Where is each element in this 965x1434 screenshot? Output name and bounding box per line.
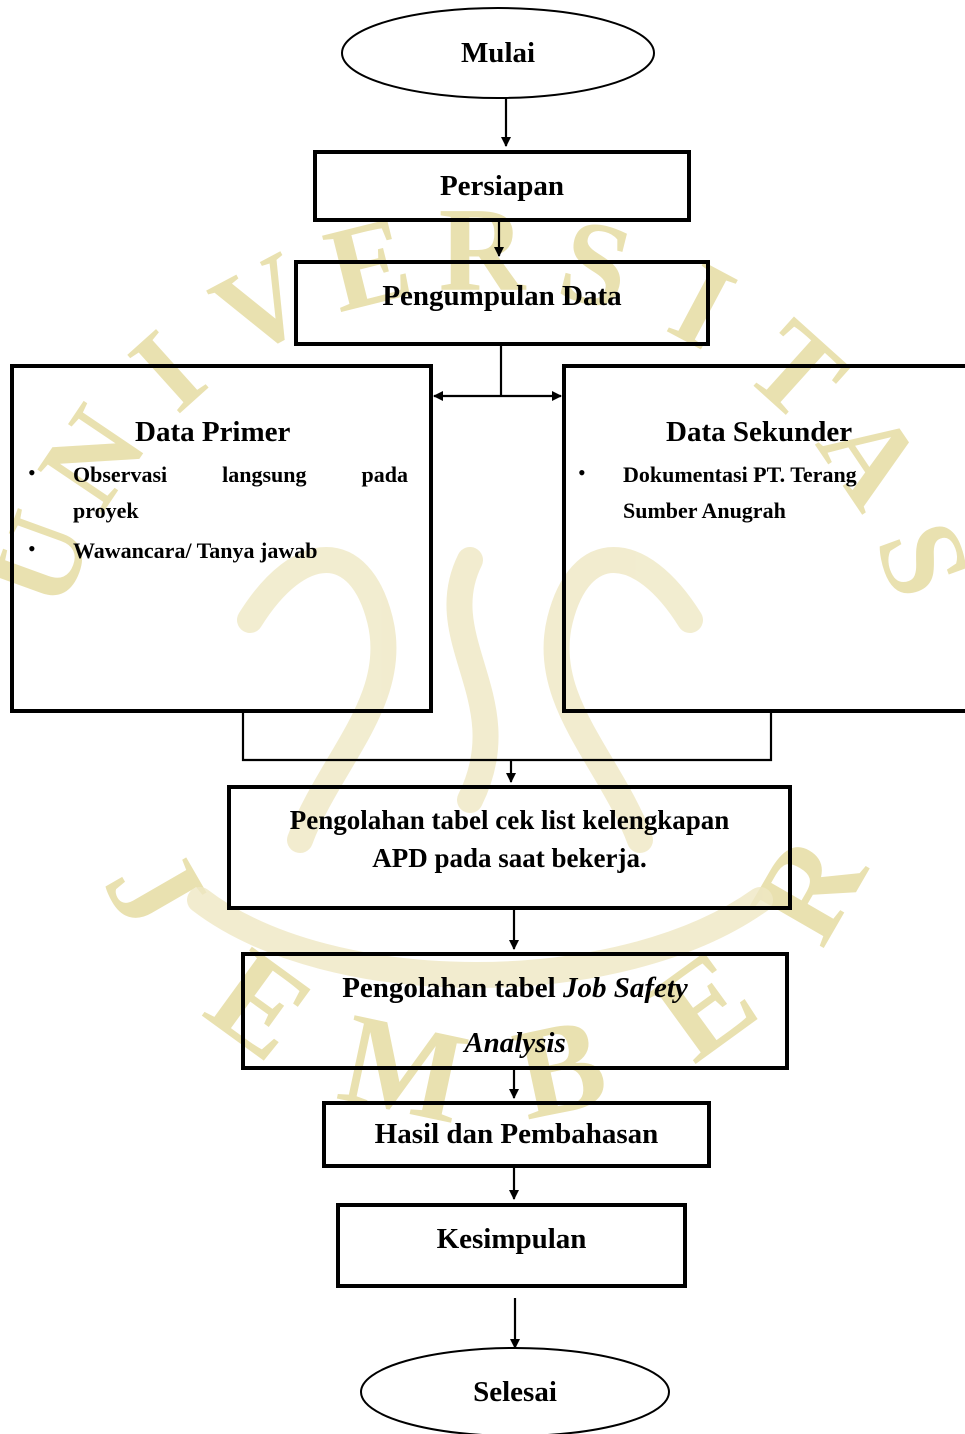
checklist-label-line2: APD pada saat bekerja.	[372, 843, 647, 873]
secondary-item-1-line1: Dokumentasi PT. Terang	[623, 462, 857, 487]
conclusion-label: Kesimpulan	[436, 1223, 587, 1255]
jsa-node: Pengolahan tabel Job Safety Analysis	[241, 952, 789, 1070]
data-collection-label: Pengumpulan Data	[382, 280, 622, 312]
primary-item-2: Wawancara/ Tanya jawab	[73, 533, 408, 569]
watermark-flame-left	[237, 547, 397, 853]
preparation-node: Persiapan	[313, 150, 691, 222]
data-collection-node: Pengumpulan Data	[294, 260, 710, 346]
primary-data-title: Data Primer	[135, 416, 291, 448]
watermark-arc	[187, 887, 773, 988]
primary-item-1: Observasi langsung pada proyek	[73, 457, 408, 529]
watermark-flame-right	[543, 547, 703, 853]
start-label: Mulai	[460, 36, 536, 69]
results-node: Hasil dan Pembahasan	[322, 1101, 711, 1168]
preparation-label: Persiapan	[439, 169, 565, 202]
jsa-label-italic2: Analysis	[464, 1027, 566, 1059]
bullet-icon: •	[578, 460, 586, 485]
primary-data-box	[10, 364, 433, 713]
start-ellipse	[341, 7, 655, 99]
primary-item-2-line1: Wawancara/ Tanya jawab	[73, 538, 318, 563]
watermark-flame-center	[446, 547, 499, 813]
primary-item-1-line2: proyek	[73, 498, 139, 523]
secondary-item-1-line2: Sumber Anugrah	[623, 498, 786, 523]
conclusion-node: Kesimpulan	[336, 1203, 687, 1288]
primary-item-1-word3: pada	[361, 462, 408, 487]
end-ellipse	[360, 1347, 670, 1434]
secondary-data-box	[562, 364, 965, 713]
primary-item-1-line1: Observasi langsung pada	[73, 457, 408, 493]
primary-item-1-word1: Observasi	[73, 462, 168, 487]
checklist-label-line1: Pengolahan tabel cek list kelengkapan	[289, 805, 730, 835]
bullet-icon: •	[28, 460, 36, 485]
jsa-label-line1: Pengolahan tabel Job Safety	[342, 966, 688, 1010]
jsa-label-prefix: Pengolahan tabel	[342, 972, 563, 1004]
jsa-label-line2: Analysis	[464, 1010, 566, 1076]
bullet-icon: •	[28, 536, 36, 561]
watermark-letter: R	[439, 183, 527, 316]
checklist-node: Pengolahan tabel cek list kelengkapan AP…	[227, 785, 792, 910]
jsa-label-italic1: Job Safety	[562, 972, 688, 1004]
line-merge	[241, 712, 773, 762]
secondary-item-1: Dokumentasi PT. Terang Sumber Anugrah	[623, 457, 943, 529]
primary-item-1-word2: langsung	[222, 462, 307, 487]
secondary-data-title: Data Sekunder	[666, 416, 853, 448]
end-label: Selesai	[473, 1375, 557, 1408]
results-label: Hasil dan Pembahasan	[374, 1118, 659, 1150]
